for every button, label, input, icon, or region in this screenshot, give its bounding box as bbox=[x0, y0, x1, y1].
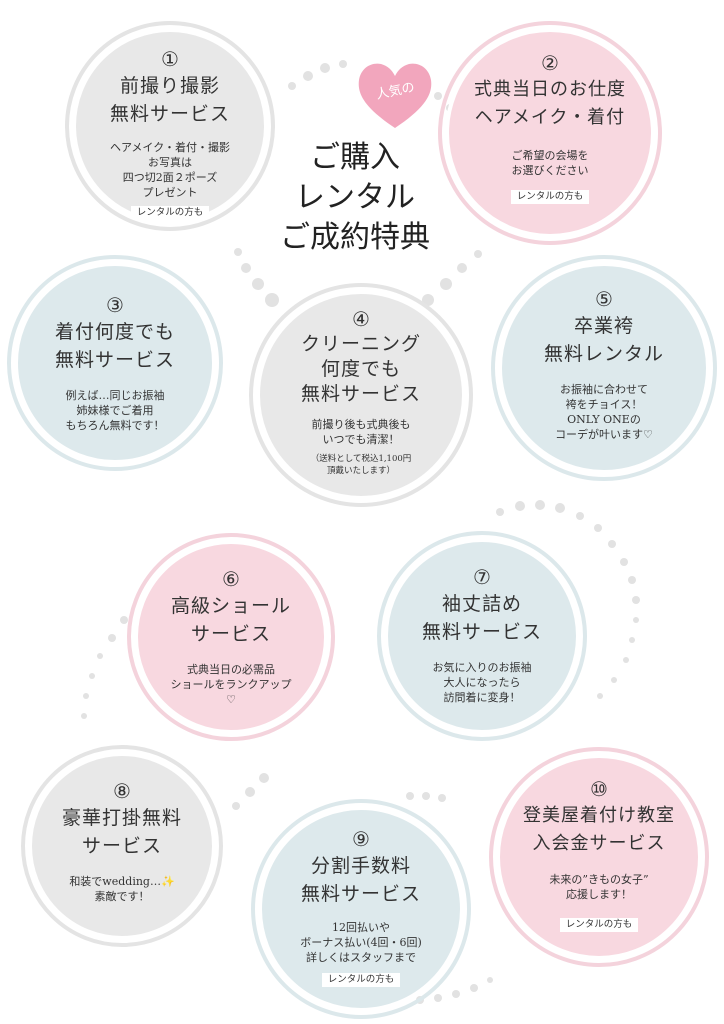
benefit-text: 前撮り後も式典後も bbox=[311, 418, 411, 431]
benefit-title: 分割手数料 bbox=[310, 855, 411, 877]
benefit-description: 前撮り後も式典後も いつでも清潔！ bbox=[312, 417, 411, 447]
benefit-description: お振袖に合わせて 袴をチョイス！ ONLY ONEの コーデが叶います♡ bbox=[555, 382, 653, 442]
benefit-title: ヘアメイク・着付 bbox=[474, 107, 626, 128]
benefit-number: ⑥ bbox=[222, 567, 240, 591]
benefit-text: （送料として税込1,100円 bbox=[310, 454, 412, 464]
benefit-text: 姉妹様でご着用 bbox=[76, 404, 154, 417]
benefit-title: 高級ショール bbox=[170, 595, 291, 617]
benefit-text: いつでも清潔！ bbox=[322, 433, 400, 446]
benefit-number: ⑤ bbox=[595, 287, 613, 311]
benefit-text: ボーナス払い(4回・6回) bbox=[300, 936, 422, 949]
benefit-text: 式典当日の必需品 bbox=[187, 663, 275, 676]
benefit-note: （送料として税込1,100円 頂戴いたします） bbox=[311, 453, 412, 477]
benefit-title: サービス bbox=[81, 835, 162, 857]
benefit-text: 四つ切2面２ポーズ bbox=[122, 171, 218, 184]
rental-tag: レンタルの方も bbox=[321, 973, 401, 987]
benefit-text: ♡ bbox=[226, 693, 236, 706]
headline-line: ご成約特典 bbox=[280, 220, 430, 255]
benefit-description: ご希望の会場を お選びください bbox=[512, 148, 589, 178]
benefit-description: 式典当日の必需品 ショールをランクアップ ♡ bbox=[171, 662, 292, 707]
headline-line: ご購入 bbox=[310, 140, 400, 175]
benefit-number: ⑩ bbox=[590, 777, 608, 801]
benefit-number: ⑧ bbox=[113, 779, 131, 803]
benefit-title: 無料サービス bbox=[300, 883, 421, 905]
benefit-number: ① bbox=[161, 47, 179, 71]
benefit-description: ヘアメイク・着付・撮影 お写真は 四つ切2面２ポーズ プレゼント bbox=[110, 140, 230, 200]
benefit-description: 未来の”きもの女子” 応援します！ bbox=[549, 872, 648, 902]
benefit-text: 未来の”きもの女子” bbox=[549, 873, 649, 886]
heart-icon bbox=[358, 63, 432, 128]
benefit-text: 詳しくはスタッフまで bbox=[306, 951, 416, 964]
benefit-text: お気に入りのお振袖 bbox=[432, 661, 532, 674]
benefit-description: お気に入りのお振袖 大人になったら 訪問着に変身！ bbox=[433, 660, 532, 705]
benefit-text: ショールをランクアップ bbox=[170, 678, 292, 691]
benefit-title: 無料サービス bbox=[300, 383, 421, 405]
benefit-title: サービス bbox=[190, 623, 271, 645]
benefit-title: 豪華打掛無料 bbox=[61, 807, 182, 829]
benefit-text: 頂戴いたします） bbox=[326, 466, 395, 476]
benefit-text: プレゼント bbox=[142, 186, 198, 199]
benefit-text: コーデが叶います♡ bbox=[555, 428, 653, 441]
benefit-number: ⑦ bbox=[473, 565, 491, 589]
benefit-circle-1: ① 前撮り撮影 無料サービス ヘアメイク・着付・撮影 お写真は 四つ切2面２ポー… bbox=[65, 21, 275, 231]
benefit-circle-10: ⑩ 登美屋着付け教室 入会金サービス 未来の”きもの女子” 応援します！ レンタ… bbox=[489, 747, 709, 967]
benefit-circle-4: ④ クリーニング 何度でも 無料サービス 前撮り後も式典後も いつでも清潔！ （… bbox=[249, 283, 473, 507]
benefit-description: 12回払いや ボーナス払い(4回・6回) 詳しくはスタッフまで bbox=[300, 920, 422, 965]
benefit-text: 素敵です！ bbox=[94, 890, 150, 903]
benefit-circle-8: ⑧ 豪華打掛無料 サービス 和装でwedding…✨ 素敵です！ bbox=[21, 745, 223, 947]
benefit-description: 和装でwedding…✨ 素敵です！ bbox=[69, 874, 174, 904]
benefit-title: 着付何度でも bbox=[54, 321, 175, 343]
benefit-text: お振袖に合わせて bbox=[560, 383, 648, 396]
benefit-text: お写真は bbox=[147, 156, 192, 169]
benefit-title: 無料レンタル bbox=[543, 343, 664, 365]
benefit-circle-7: ⑦ 袖丈詰め 無料サービス お気に入りのお振袖 大人になったら 訪問着に変身！ bbox=[377, 531, 587, 741]
benefit-circle-3: ③ 着付何度でも 無料サービス 例えば…同じお振袖 姉妹様でご着用 もちろん無料… bbox=[7, 255, 223, 471]
rental-tag: レンタルの方も bbox=[559, 918, 639, 932]
benefit-circle-2: ② 式典当日のお仕度 ヘアメイク・着付 ご希望の会場を お選びください レンタル… bbox=[438, 21, 662, 245]
benefit-text: ヘアメイク・着付・撮影 bbox=[109, 141, 230, 154]
benefit-title: 無料サービス bbox=[421, 621, 542, 643]
benefit-title: 前撮り撮影 bbox=[119, 75, 220, 97]
benefit-title: 入会金サービス bbox=[532, 833, 666, 854]
headline-line: レンタル bbox=[295, 180, 415, 215]
benefit-number: ③ bbox=[106, 293, 124, 317]
rental-tag: レンタルの方も bbox=[510, 190, 590, 204]
benefit-title: 無料サービス bbox=[54, 349, 175, 371]
benefit-text: 和装でwedding…✨ bbox=[69, 875, 175, 888]
benefit-description: 例えば…同じお振袖 姉妹様でご着用 もちろん無料です！ bbox=[66, 388, 165, 433]
benefit-text: 袴をチョイス！ bbox=[565, 398, 643, 411]
benefit-text: 大人になったら bbox=[443, 676, 521, 689]
benefit-title: 卒業袴 bbox=[573, 315, 634, 337]
benefit-title: 登美屋着付け教室 bbox=[523, 805, 675, 826]
benefit-text: 例えば…同じお振袖 bbox=[65, 389, 165, 402]
benefit-text: お選びください bbox=[511, 164, 589, 177]
rental-tag: レンタルの方も bbox=[130, 206, 210, 220]
benefit-title: 何度でも bbox=[320, 358, 401, 380]
benefit-text: ONLY ONEの bbox=[567, 413, 641, 426]
benefit-number: ⑨ bbox=[352, 827, 370, 851]
benefit-circle-5: ⑤ 卒業袴 無料レンタル お振袖に合わせて 袴をチョイス！ ONLY ONEの … bbox=[491, 255, 717, 481]
benefit-text: ご希望の会場を bbox=[511, 149, 589, 162]
benefit-title: 無料サービス bbox=[109, 103, 230, 125]
page-title: ご購入 レンタル ご成約特典 bbox=[270, 138, 440, 258]
benefit-text: 応援します！ bbox=[566, 888, 632, 901]
benefit-text: 訪問着に変身！ bbox=[443, 691, 521, 704]
benefit-text: 12回払いや bbox=[332, 921, 390, 934]
benefit-circle-6: ⑥ 高級ショール サービス 式典当日の必需品 ショールをランクアップ ♡ bbox=[127, 533, 335, 741]
benefit-text: もちろん無料です！ bbox=[65, 419, 165, 432]
benefit-circle-9: ⑨ 分割手数料 無料サービス 12回払いや ボーナス払い(4回・6回) 詳しくは… bbox=[251, 799, 471, 1019]
benefit-title: 袖丈詰め bbox=[441, 593, 522, 615]
benefit-title: 式典当日のお仕度 bbox=[474, 79, 626, 100]
benefit-number: ④ bbox=[352, 307, 370, 331]
benefit-number: ② bbox=[541, 51, 559, 75]
benefit-title: クリーニング bbox=[300, 333, 421, 355]
